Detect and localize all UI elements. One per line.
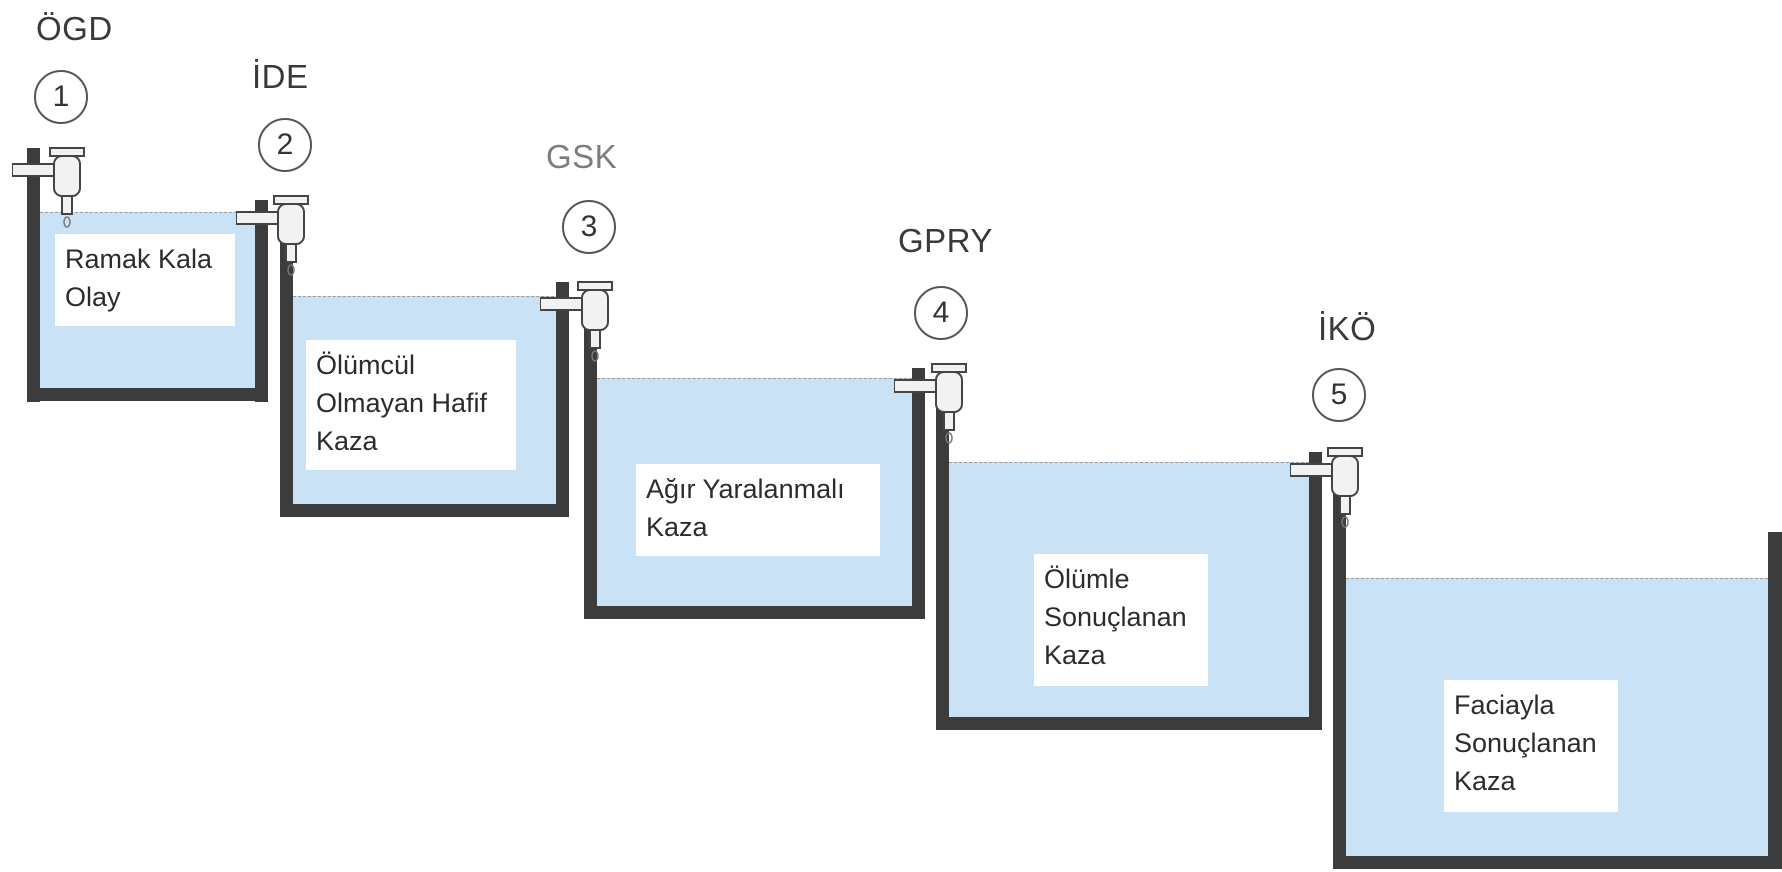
- faucet-icon-3: [540, 281, 613, 362]
- tank-5-wall-right: [1768, 532, 1782, 869]
- faucet-icon-5: [1290, 447, 1363, 528]
- stage-code-3: GSK: [546, 138, 618, 175]
- tank-2-wall-right: [556, 282, 569, 517]
- tank-5-wall-left: [1333, 486, 1346, 869]
- tank-2-label: Ölümcül Olmayan Hafif Kaza: [306, 340, 516, 470]
- tank-1-wall-right: [255, 200, 268, 402]
- tank-5-wall-bottom: [1333, 856, 1782, 869]
- stage-code-5: İKÖ: [1318, 310, 1377, 347]
- tank-3-label: Ağır Yaralanmalı Kaza: [636, 464, 880, 556]
- tank-4-wall-left: [936, 402, 949, 730]
- stage-number-badge-1: 1: [34, 70, 88, 124]
- tank-1-label: Ramak Kala Olay: [55, 234, 235, 326]
- tank-3-wall-left: [584, 318, 597, 619]
- stage-number-badge-2: 2: [258, 118, 312, 172]
- tank-5-label: Faciayla Sonuçlanan Kaza: [1444, 680, 1618, 812]
- tank-4-wall-right: [1309, 452, 1322, 730]
- stage-code-2: İDE: [252, 58, 309, 95]
- tank-3-wall-bottom: [584, 606, 925, 619]
- tank-1-wall-left: [27, 148, 40, 402]
- stage-number-badge-5: 5: [1312, 368, 1366, 422]
- faucet-icon-4: [894, 363, 967, 444]
- tank-1-wall-bottom: [27, 388, 268, 401]
- stage-number-badge-3: 3: [562, 200, 616, 254]
- tank-2-wall-bottom: [280, 504, 569, 517]
- tank-2-wall-left: [280, 232, 293, 517]
- tank-3-wall-right: [912, 368, 925, 619]
- tank-4-wall-bottom: [936, 717, 1322, 730]
- faucet-icon-2: [236, 195, 309, 276]
- stage-code-4: GPRY: [898, 222, 993, 259]
- tank-4-label: Ölümle Sonuçlanan Kaza: [1034, 554, 1208, 686]
- stage-number-badge-4: 4: [914, 286, 968, 340]
- stage-code-1: ÖGD: [36, 10, 113, 47]
- faucet-icon-1: [12, 147, 85, 228]
